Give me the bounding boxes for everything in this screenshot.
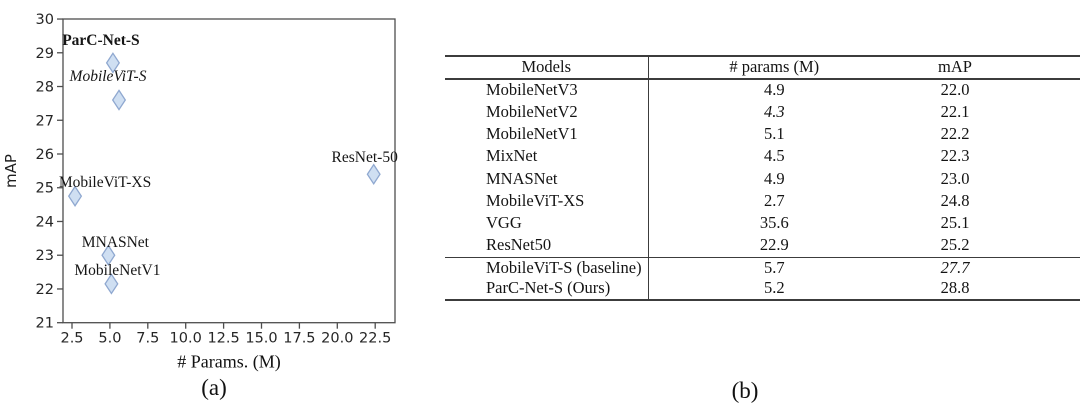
- filler-cell: [1010, 278, 1080, 300]
- table-row: MobileNetV2 4.3 22.1: [445, 100, 1080, 124]
- x-tick-label: 22.5: [359, 331, 391, 347]
- params-cell: 4.3: [763, 101, 785, 121]
- caption-a: (a): [201, 375, 227, 400]
- table-row: MobileViT-XS 2.7 24.8: [445, 190, 1080, 213]
- filler-cell: [1010, 168, 1080, 190]
- params-cell: 5.1: [763, 124, 785, 144]
- params-cell: 5.2: [763, 278, 785, 298]
- params-cell: 4.9: [763, 79, 785, 99]
- table-row: MobileNetV1 5.1 22.2: [445, 123, 1080, 146]
- model-name-cell: MobileViT-S (baseline): [445, 257, 649, 279]
- caption-b: (b): [731, 378, 759, 403]
- x-tick-label: 10.0: [170, 331, 202, 347]
- model-name-cell: VGG: [445, 212, 649, 235]
- filler-cell: [1010, 79, 1080, 101]
- model-name-cell: ResNet50: [445, 234, 649, 257]
- map-cell: 22.2: [940, 124, 970, 144]
- model-name-cell: ParC-Net-S (Ours): [445, 278, 649, 300]
- data-point-marker: [105, 52, 121, 74]
- data-point-marker: [366, 163, 381, 186]
- data-point-label: MNASNet: [82, 234, 150, 251]
- y-tick-label: 28: [36, 80, 54, 96]
- model-name-cell: MobileNetV3: [445, 78, 649, 101]
- filler-cell: [1010, 235, 1080, 257]
- table-panel: Models # params (M) mAP MobileNetV3 4.9 22…: [445, 55, 1080, 301]
- map-cell: 22.1: [940, 101, 970, 121]
- table-row: ParC-Net-S (Ours) 5.2 28.8: [445, 278, 1080, 300]
- params-cell: 5.7: [763, 257, 785, 277]
- map-cell: 23.0: [940, 168, 970, 188]
- table-row: MNASNet 4.9 23.0: [445, 167, 1080, 191]
- data-point-marker: [101, 244, 116, 267]
- data-point-marker: [111, 89, 127, 111]
- map-cell: 25.2: [940, 235, 970, 255]
- y-tick-label: 22: [36, 282, 54, 298]
- x-tick-label: 5.0: [98, 331, 121, 347]
- x-tick-label: 20.0: [321, 331, 353, 347]
- x-tick-label: 15.0: [245, 331, 277, 347]
- map-cell: 22.0: [940, 79, 970, 99]
- y-tick-label: 25: [36, 181, 54, 197]
- table-row: ResNet50 22.9 25.2: [445, 234, 1080, 257]
- params-cell: 4.5: [763, 146, 785, 166]
- table-header-row: Models # params (M) mAP: [445, 56, 1080, 79]
- table-row: VGG 35.6 25.1: [445, 212, 1080, 235]
- y-tick-label: 29: [36, 46, 54, 62]
- data-point-label: ParC-Net-S: [62, 32, 139, 49]
- table-row: MobileNetV3 4.9 22.0: [445, 78, 1080, 101]
- x-tick-label: 17.5: [283, 331, 315, 347]
- filler-cell: [1010, 190, 1080, 212]
- model-name-cell: MixNet: [445, 145, 649, 168]
- map-cell: 22.3: [940, 146, 970, 166]
- data-point-label: MobileViT-S: [69, 68, 147, 85]
- model-name-cell: MobileNetV2: [445, 100, 649, 124]
- model-name-cell: MobileNetV1: [445, 123, 649, 146]
- model-name-cell: MNASNet: [445, 167, 649, 191]
- y-tick-label: 21: [36, 316, 54, 332]
- x-axis-label: # Params. (M): [177, 351, 281, 372]
- params-cell: 4.9: [763, 168, 785, 188]
- filler-cell: [1010, 212, 1080, 234]
- col-header-params: # params (M): [729, 57, 820, 76]
- data-point-label: MobileNetV1: [74, 262, 160, 279]
- y-axis-label: mAP: [2, 154, 20, 188]
- x-tick-label: 2.5: [60, 331, 83, 347]
- results-table: Models # params (M) mAP MobileNetV3 4.9 22…: [445, 55, 1080, 301]
- col-header-filler: [1010, 56, 1080, 79]
- x-tick-label: 12.5: [207, 331, 239, 347]
- params-cell: 35.6: [759, 213, 789, 233]
- filler-cell: [1010, 123, 1080, 145]
- chart-panel: 21 22 23 24 25 26 27 28 29 30 2.5 5.0 7.5 10.0 12.5 15.…: [0, 0, 430, 409]
- map-cell: 25.1: [940, 213, 970, 233]
- map-cell: 27.7: [940, 257, 970, 277]
- params-cell: 2.7: [763, 190, 785, 210]
- data-point-label: ResNet-50: [332, 149, 399, 166]
- y-tick-label: 30: [36, 12, 54, 28]
- y-tick-label: 23: [36, 248, 54, 264]
- params-cell: 22.9: [759, 235, 789, 255]
- data-point-marker: [67, 185, 83, 207]
- filler-cell: [1010, 257, 1080, 278]
- data-point-marker: [104, 273, 119, 295]
- table-row: MixNet 4.5 22.3: [445, 145, 1080, 168]
- col-header-map: mAP: [938, 57, 972, 76]
- scatter-plot: 21 22 23 24 25 26 27 28 29 30 2.5 5.0 7.5 10.0 12.5 15.…: [36, 12, 399, 347]
- plot-frame: [62, 18, 396, 324]
- x-tick-label: 7.5: [136, 331, 159, 347]
- filler-cell: [1010, 146, 1080, 168]
- map-cell: 24.8: [940, 190, 970, 210]
- y-tick-label: 26: [36, 147, 54, 163]
- map-cell: 28.8: [940, 278, 970, 298]
- filler-cell: [1010, 101, 1080, 123]
- table-row: MobileViT-S (baseline) 5.7 27.7: [445, 257, 1080, 279]
- y-tick-label: 27: [36, 113, 54, 129]
- data-point-label: MobileViT-XS: [59, 174, 151, 191]
- col-header-models: Models: [445, 56, 649, 79]
- model-name-cell: MobileViT-XS: [445, 190, 649, 213]
- y-tick-label: 24: [36, 214, 54, 230]
